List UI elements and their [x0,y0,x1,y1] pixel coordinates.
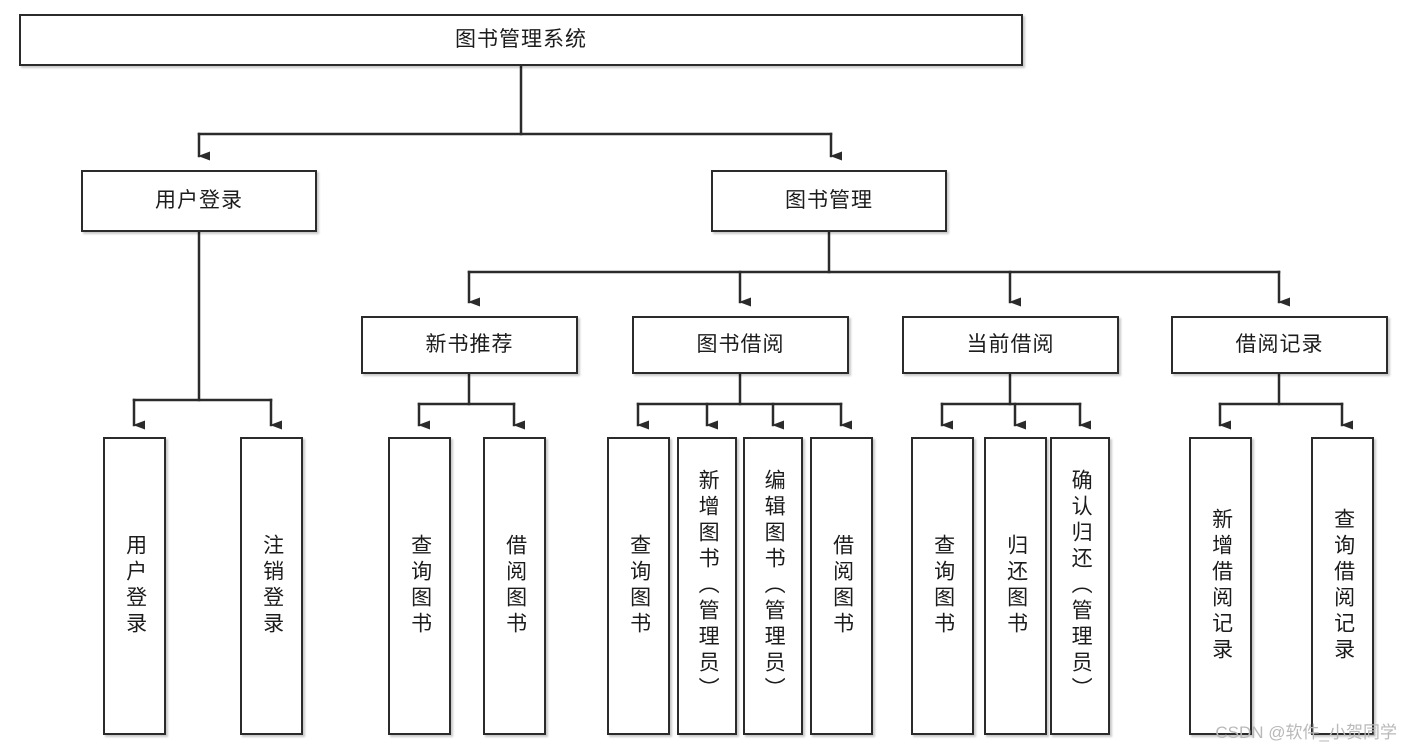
node-leaf-return-book[interactable]: 归还图书 [984,437,1047,735]
node-leaf-return-book-label: 归还图书 [1004,534,1028,638]
node-leaf-borrow-book-1[interactable]: 借阅图书 [483,437,546,735]
node-leaf-edit-book-label: 编辑图书（管理员） [762,469,786,703]
node-leaf-add-record[interactable]: 新增借阅记录 [1189,437,1252,735]
node-leaf-query-book-3-label: 查询图书 [931,534,955,638]
node-leaf-query-book-1[interactable]: 查询图书 [388,437,451,735]
node-leaf-add-book[interactable]: 新增图书（管理员） [677,437,737,735]
node-leaf-confirm-return[interactable]: 确认归还（管理员） [1050,437,1110,735]
node-leaf-edit-book[interactable]: 编辑图书（管理员） [743,437,803,735]
node-leaf-borrow-book-2[interactable]: 借阅图书 [810,437,873,735]
node-leaf-confirm-return-label: 确认归还（管理员） [1069,469,1093,703]
node-leaf-query-record-label: 查询借阅记录 [1331,508,1355,664]
node-book-manage[interactable]: 图书管理 [711,170,947,232]
node-new-book-rec[interactable]: 新书推荐 [361,316,578,374]
node-user-login[interactable]: 用户登录 [81,170,317,232]
node-root[interactable]: 图书管理系统 [19,14,1023,66]
node-book-borrow-label: 图书借阅 [696,332,785,356]
node-leaf-query-record[interactable]: 查询借阅记录 [1311,437,1374,735]
node-leaf-user-login-label: 用户登录 [123,534,147,638]
node-leaf-query-book-1-label: 查询图书 [408,534,432,638]
node-borrow-record-label: 借阅记录 [1235,332,1324,356]
node-book-borrow[interactable]: 图书借阅 [632,316,849,374]
node-leaf-query-book-3[interactable]: 查询图书 [911,437,974,735]
node-root-label: 图书管理系统 [455,27,587,51]
node-current-borrow[interactable]: 当前借阅 [902,316,1119,374]
node-current-borrow-label: 当前借阅 [966,332,1055,356]
node-leaf-add-record-label: 新增借阅记录 [1209,508,1233,664]
node-leaf-user-login[interactable]: 用户登录 [103,437,166,735]
node-leaf-query-book-2-label: 查询图书 [627,534,651,638]
node-leaf-add-book-label: 新增图书（管理员） [696,469,720,703]
node-new-book-rec-label: 新书推荐 [425,332,514,356]
node-user-login-label: 用户登录 [155,188,243,212]
node-book-manage-label: 图书管理 [785,188,873,212]
node-leaf-user-logout[interactable]: 注销登录 [240,437,303,735]
node-leaf-query-book-2[interactable]: 查询图书 [607,437,670,735]
node-leaf-borrow-book-1-label: 借阅图书 [503,534,527,638]
node-leaf-borrow-book-2-label: 借阅图书 [830,534,854,638]
node-borrow-record[interactable]: 借阅记录 [1171,316,1388,374]
node-leaf-user-logout-label: 注销登录 [260,534,284,638]
